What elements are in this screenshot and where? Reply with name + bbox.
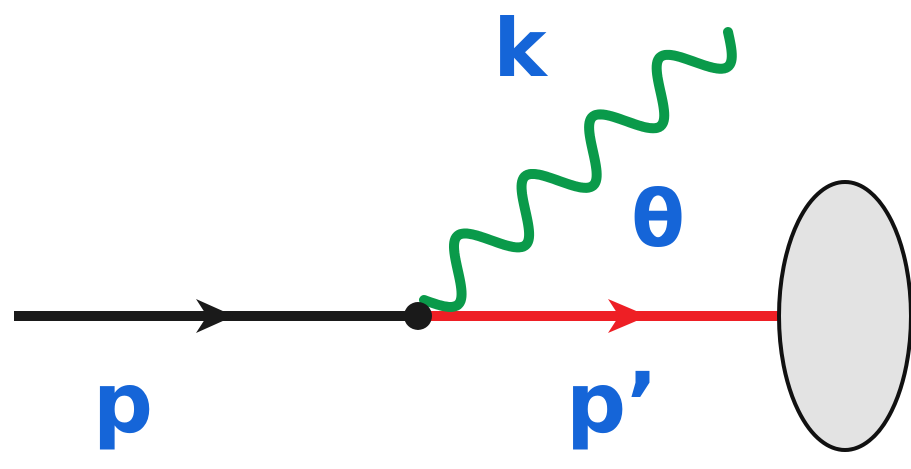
label-p: p	[93, 354, 153, 452]
label-p-prime: p’	[566, 354, 658, 452]
target-blob	[777, 180, 911, 452]
outgoing-arrow-icon	[608, 299, 648, 333]
label-theta: θ	[631, 175, 685, 265]
incoming-arrow-icon	[196, 299, 234, 333]
photon-wavy-line	[419, 27, 737, 312]
label-k: k	[493, 2, 548, 95]
vertex-dot	[404, 302, 432, 330]
